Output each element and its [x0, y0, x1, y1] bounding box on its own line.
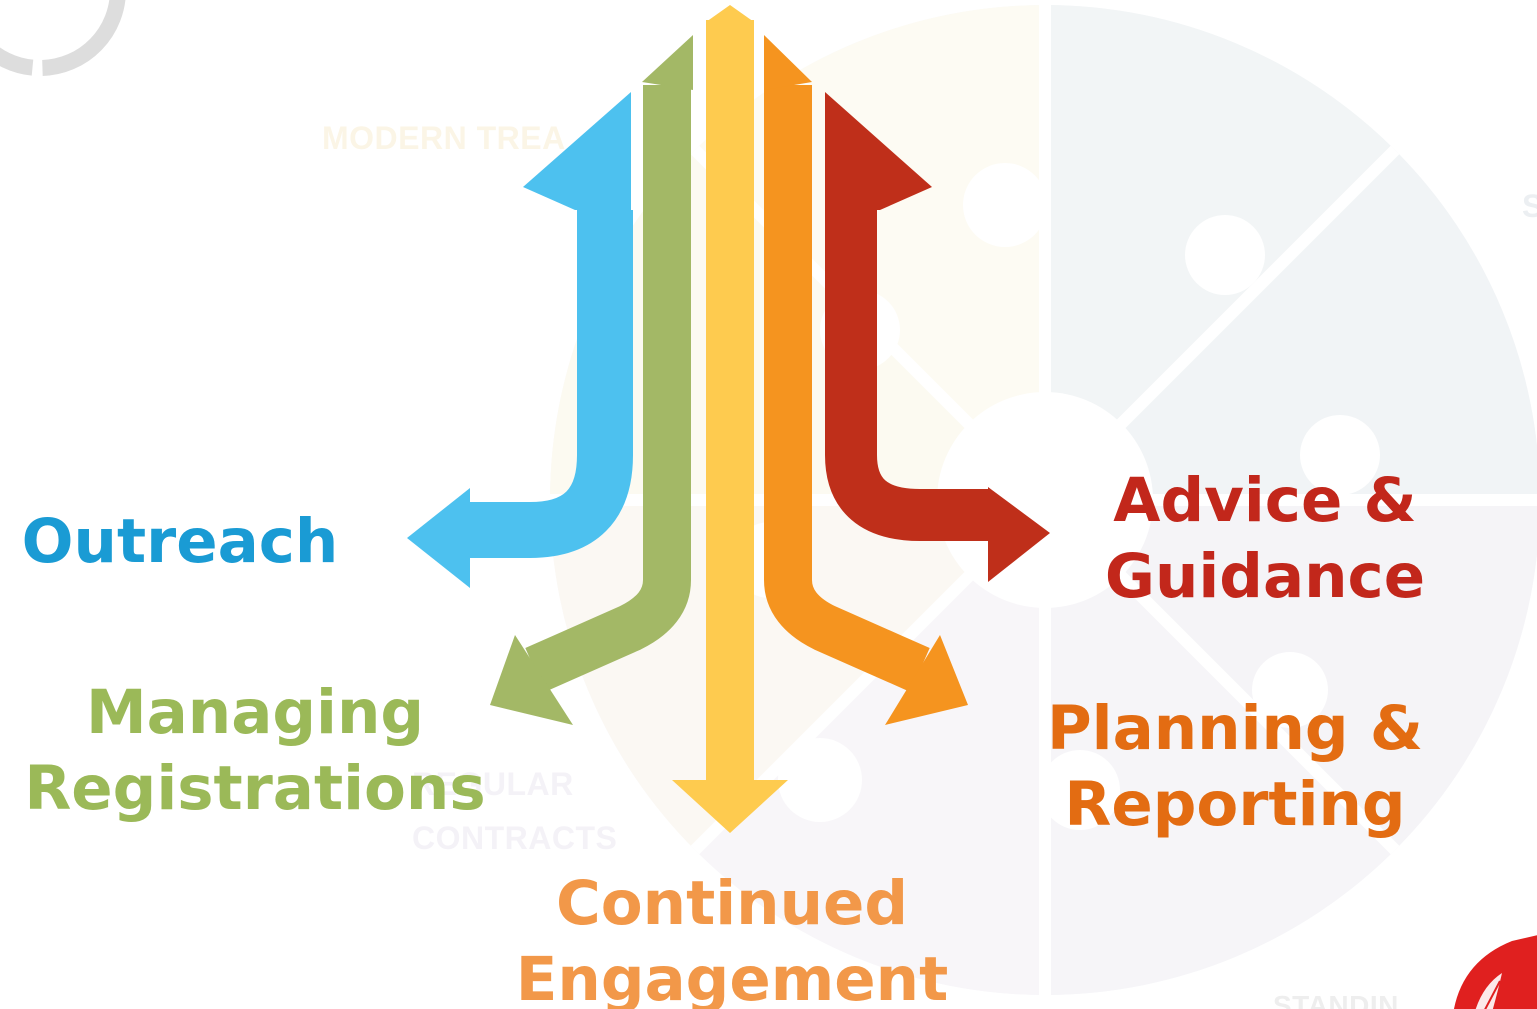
- red-feather-logo-icon: [1454, 935, 1537, 1009]
- planning-label-line1: Planning &: [1046, 693, 1424, 764]
- managing-arrow: [490, 35, 693, 725]
- continued-engagement-label: Continued Engagement: [492, 866, 972, 1009]
- continued-label-line2: Engagement: [515, 944, 949, 1009]
- outreach-arrow: [407, 92, 633, 588]
- continued-arrow: [672, 5, 788, 833]
- continued-label-line1: Continued: [555, 868, 909, 939]
- planning-reporting-label: Planning & Reporting: [1020, 691, 1450, 843]
- managing-label-line2: Registrations: [24, 753, 486, 824]
- watermark-s: S: [1522, 188, 1537, 224]
- advice-arrow: [825, 92, 1050, 582]
- outreach-label-text: Outreach: [21, 506, 339, 577]
- advice-label-line2: Guidance: [1104, 541, 1426, 612]
- managing-label-line1: Managing: [85, 677, 425, 748]
- watermark-regular-line1: REGULAR: [412, 766, 574, 802]
- watermark-regular-contracts: REGULAR CONTRACTS: [412, 757, 617, 865]
- watermark-modern-treaties: MODERN TREA: [322, 120, 566, 156]
- advice-label-line1: Advice &: [1113, 465, 1417, 536]
- watermark-regular-line2: CONTRACTS: [412, 820, 618, 856]
- planning-arrow: [764, 35, 968, 725]
- managing-registrations-label: Managing Registrations: [10, 675, 500, 827]
- advice-guidance-label: Advice & Guidance: [1085, 463, 1445, 615]
- watermark-standing: STANDIN: [1273, 990, 1399, 1009]
- outreach-label: Outreach: [12, 504, 348, 580]
- planning-label-line2: Reporting: [1064, 769, 1406, 840]
